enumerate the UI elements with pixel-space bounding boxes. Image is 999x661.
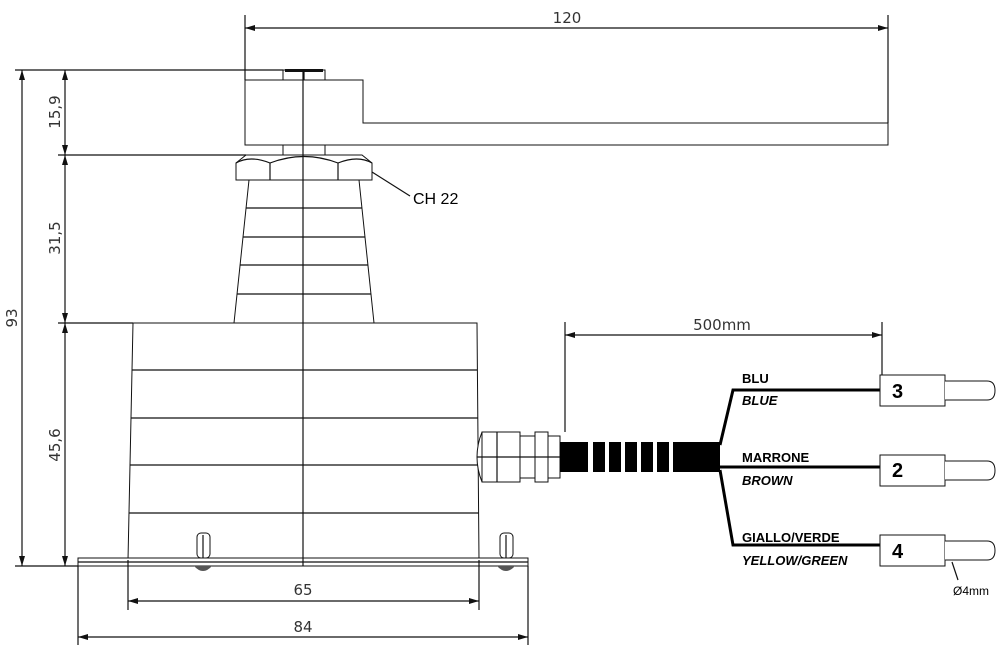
terminal-4: 4 <box>879 534 996 567</box>
nut-callout: CH 22 <box>413 191 458 208</box>
dimension-label: 93 <box>3 308 21 327</box>
terminal-number: 2 <box>892 460 903 482</box>
pin-diameter-callout: Ø4mm <box>953 584 989 598</box>
wire-label-it: BLU <box>742 371 769 386</box>
wire-label-en: BROWN <box>742 473 793 488</box>
dimension-label: 15,9 <box>46 95 64 128</box>
terminal-number: 4 <box>892 541 904 563</box>
dimension-cable-length: 500mm <box>564 316 883 432</box>
terminal-3: 3 <box>879 374 996 407</box>
dimension-label: 31,5 <box>46 221 64 254</box>
dimension-body-height: 45,6 <box>46 323 68 566</box>
dimension-label: 65 <box>293 581 312 599</box>
wire-label-en: YELLOW/GREEN <box>742 553 848 568</box>
wire-label-en: BLUE <box>742 393 778 408</box>
tapered-neck <box>233 179 375 324</box>
dimension-label: 500mm <box>693 316 751 334</box>
dimension-label: 120 <box>553 9 582 27</box>
cable <box>560 388 880 547</box>
dimension-lever-length: 120 <box>244 9 889 123</box>
dimension-neck-height: 31,5 <box>46 155 133 324</box>
hex-nut: CH 22 <box>235 154 458 208</box>
terminal-2: 2 <box>879 454 996 487</box>
pin-diameter-leader <box>951 561 959 581</box>
wire-label-it: GIALLO/VERDE <box>742 530 840 545</box>
lever-arm <box>244 69 889 156</box>
dimension-total-height: 93 <box>3 69 283 567</box>
dimension-base-width: 84 <box>77 566 529 645</box>
dimension-label: 45,6 <box>46 428 64 461</box>
dimension-label: 84 <box>293 618 312 636</box>
screw-right <box>497 532 515 571</box>
dimension-lever-height: 15,9 <box>46 70 246 156</box>
screw-left <box>194 532 212 571</box>
dimension-body-width: 65 <box>127 560 480 610</box>
cable-gland <box>476 431 561 483</box>
terminal-number: 3 <box>892 381 903 403</box>
wire-label-it: MARRONE <box>742 450 809 465</box>
